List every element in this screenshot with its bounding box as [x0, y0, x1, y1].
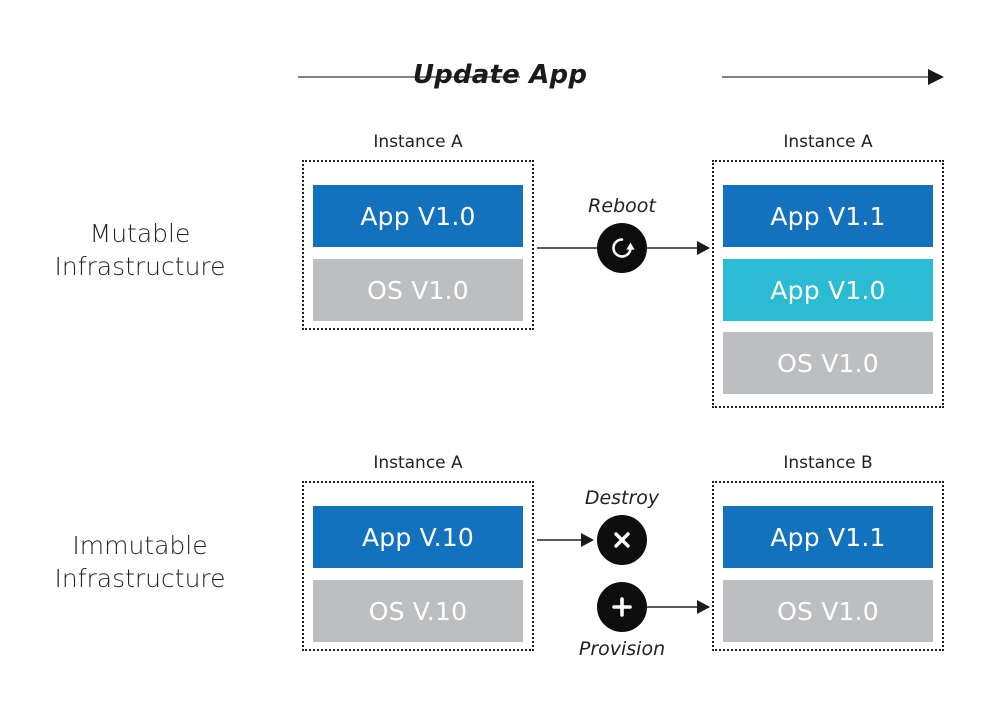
instance-boundary	[302, 160, 534, 330]
action-label-destroy: Destroy	[584, 487, 660, 509]
connector-provision-arrowhead	[697, 600, 710, 614]
destroy-x-icon	[597, 515, 647, 565]
action-label-reboot: Reboot	[588, 195, 656, 217]
arrow-right-icon	[928, 69, 944, 85]
layer-os: OS V1.0	[723, 580, 933, 642]
instance-title: Instance A	[373, 453, 463, 473]
layer-app: App V1.1	[723, 506, 933, 568]
layer-label: OS V1.0	[777, 348, 879, 378]
instance-mutable-target: Instance A App V1.1 App V1.0 OS V1.0	[712, 132, 944, 408]
header-rule-left	[298, 76, 520, 78]
provision-plus-icon	[597, 582, 647, 632]
layer-label: App V1.0	[770, 275, 886, 305]
layer-label: OS V1.0	[777, 596, 879, 626]
connector-destroy-arrowhead	[581, 533, 594, 547]
row-label-mutable-line1: Mutable	[89, 219, 191, 248]
layer-os: OS V1.0	[313, 259, 523, 321]
instance-boundary	[712, 160, 944, 408]
connector-reboot-arrowhead	[697, 241, 710, 255]
layer-app: App V.10	[313, 506, 523, 568]
row-label-immutable-line2: Infrastructure	[54, 563, 226, 593]
instance-title: Instance B	[783, 453, 873, 473]
instance-boundary	[712, 481, 944, 651]
row-label-immutable-line1: Immutable	[72, 531, 208, 560]
instance-mutable-source: Instance A App V1.0 OS V1.0	[302, 132, 534, 330]
connector-provision-line	[647, 606, 709, 608]
layer-label: App V1.0	[360, 201, 476, 231]
action-label-provision: Provision	[578, 638, 666, 660]
instance-title: Instance A	[373, 132, 463, 152]
row-label-mutable-line2: Infrastructure	[54, 251, 226, 281]
page-title: Update App	[412, 60, 588, 90]
row-label-immutable: Immutable Infrastructure	[0, 530, 280, 595]
layer-os: OS V.10	[313, 580, 523, 642]
row-label-mutable: Mutable Infrastructure	[0, 218, 280, 283]
layer-label: App V1.1	[770, 522, 886, 552]
instance-boundary	[302, 481, 534, 651]
layer-label: App V.10	[361, 522, 475, 552]
layer-label: OS V.10	[368, 596, 468, 626]
layer-label: App V1.1	[770, 201, 886, 231]
layer-app-old: App V1.0	[723, 259, 933, 321]
reboot-icon	[597, 223, 647, 273]
header-rule-right	[722, 76, 930, 78]
layer-app-new: App V1.1	[723, 185, 933, 247]
instance-immutable-source: Instance A App V.10 OS V.10	[302, 453, 534, 651]
layer-os: OS V1.0	[723, 332, 933, 394]
connector-destroy-line	[537, 539, 589, 541]
instance-title: Instance A	[783, 132, 873, 152]
instance-immutable-target: Instance B App V1.1 OS V1.0	[712, 453, 944, 651]
layer-app: App V1.0	[313, 185, 523, 247]
layer-label: OS V1.0	[367, 275, 469, 305]
